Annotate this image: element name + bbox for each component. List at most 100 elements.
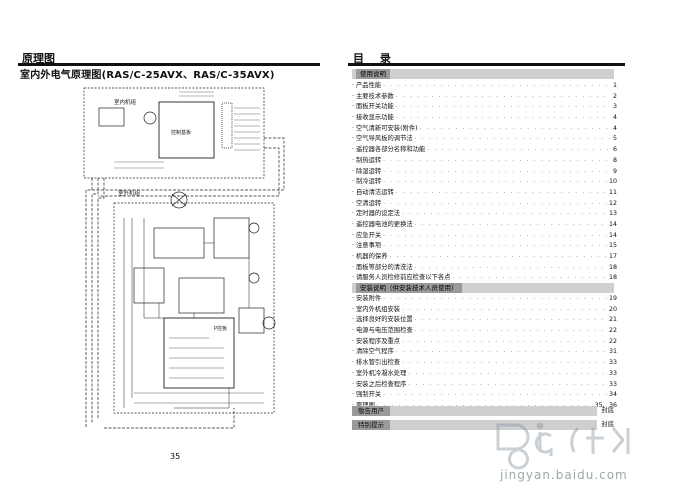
special-bar [390, 420, 598, 430]
toc-item-page: 5 [612, 135, 617, 143]
outdoor-relay-block [213, 217, 250, 259]
toc-item-page: 17 [608, 253, 617, 260]
toc-leader-dots [396, 347, 607, 358]
toc-item-page: 19 [608, 295, 617, 302]
toc-item-title: · 机器的保养 [352, 253, 388, 260]
notice-row[interactable]: 敬告用户 封底 [352, 406, 614, 416]
toc-leader-dots [396, 188, 607, 199]
power-module [178, 277, 225, 314]
toc-leader-dots [396, 102, 611, 113]
toc-item[interactable]: · 产品性能 1 [352, 81, 617, 92]
section-usage: 使用说明 [352, 69, 614, 79]
toc-item-page: 14 [608, 231, 617, 239]
toc-leader-dots [415, 326, 607, 337]
toc-item[interactable]: · 选择良好的安装位置21 [352, 315, 617, 326]
toc-leader-dots [383, 177, 607, 188]
notice-page: 封底 [601, 407, 614, 414]
toc-item[interactable]: · 排水管引出检查33 [352, 358, 617, 369]
toc-item[interactable]: · 空清运转 12 [352, 199, 617, 210]
toc-item-page: 10 [608, 178, 617, 186]
indoor-unit-label: 室内机组 [114, 98, 137, 106]
toc-leader-dots [383, 390, 607, 401]
outdoor-fan-icon [248, 222, 260, 234]
section-install: 安装说明（供安装技术人员使用） [352, 283, 614, 293]
toc-heading: 目 录 [353, 52, 397, 65]
toc-leader-dots [383, 294, 607, 305]
pcb-label: 控制基板 [171, 129, 191, 136]
indoor-unit-box [83, 87, 265, 179]
toc-item-page: 3 [612, 103, 617, 111]
toc-item[interactable]: · 主要技术参数2 [352, 92, 617, 103]
indoor-fan-motor [143, 111, 157, 125]
toc-item-page: 9 [612, 167, 617, 175]
toc-item-title: · 产品性能 [352, 82, 382, 89]
toc-item-page: 33 [608, 380, 617, 388]
toc-item[interactable]: · 面板等部分的清洗法18 [352, 263, 617, 274]
toc-item[interactable]: · 定时器的设定法13 [352, 209, 617, 220]
toc-leader-dots [383, 167, 611, 178]
toc-item[interactable]: · 安装之后检查程序33 [352, 380, 617, 391]
toc-leader-dots [402, 209, 607, 220]
toc-item-page: 33 [608, 359, 617, 367]
toc-item-title: · 空清运转 [352, 199, 382, 207]
toc-leader-dots [396, 92, 611, 103]
p-control-board [163, 317, 235, 389]
toc-item-page: 4 [612, 124, 617, 132]
toc-item-title: · 原理图 [352, 401, 377, 412]
toc-item[interactable]: · 清除空气程序31 [352, 347, 617, 358]
toc-item[interactable]: · 接收显示功能4 [352, 113, 617, 124]
toc-item[interactable]: · 室外机冷凝水处理 33 [352, 369, 617, 380]
toc-item[interactable]: · 电源与电压范围检查22 [352, 326, 617, 337]
toc-item-title: · 室外机冷凝水处理 [352, 369, 407, 377]
toc-item-page: 31 [608, 348, 617, 356]
toc-item[interactable]: · 机器的保养 17 [352, 252, 617, 263]
outdoor-unit-box [113, 202, 275, 414]
page-number-left: 35 [170, 452, 181, 461]
toc-item-page: 33 [608, 369, 617, 377]
toc-item-title: · 主要技术参数 [352, 92, 394, 100]
toc-item-title: · 制冷运转 [352, 178, 382, 186]
toc-item[interactable]: · 制冷运转 10 [352, 177, 617, 188]
toc-item-title: · 空气导风板的调节法 [352, 135, 413, 143]
toc-item-page: 12 [608, 199, 617, 207]
toc-item[interactable]: · 室内外机组安装20 [352, 305, 617, 316]
toc-item[interactable]: · 请服务人员检修前应检查以下各点18 [352, 273, 617, 284]
toc-item-title: · 遥控器电池的更换法 [352, 220, 413, 228]
capacitor-block [133, 267, 165, 304]
toc-leader-dots [396, 113, 611, 124]
toc-item[interactable]: · 强制开关34 [352, 390, 617, 401]
special-label: 特别提示 [352, 420, 390, 430]
toc-leader-dots [415, 263, 607, 274]
toc-item[interactable]: · 注意事项15 [352, 241, 617, 252]
toc-leader-dots [402, 337, 607, 348]
toc-item-title: · 请服务人员检修前应检查以下各点 [352, 274, 451, 282]
toc-item-page: 34 [608, 391, 617, 399]
toc-leader-dots [383, 241, 607, 252]
toc-item[interactable]: · 空气导风板的调节法 5 [352, 134, 617, 145]
toc-leader-dots [402, 305, 607, 316]
toc-item-title: · 自动清洁运转 [352, 188, 394, 196]
toc-item[interactable]: · 原理图 35、36 [352, 401, 617, 412]
toc-item[interactable]: · 自动清洁运转 11 [352, 188, 617, 199]
toc-item[interactable]: · 面板开关功能3 [352, 102, 617, 113]
toc-leader-dots [383, 231, 607, 242]
toc-item[interactable]: · 遥控器各部分名称和功能6 [352, 145, 617, 156]
toc-item-page: 11 [608, 188, 617, 196]
toc-item[interactable]: · 应急开关14 [352, 231, 617, 242]
toc-item-title: · 接收显示功能 [352, 114, 394, 122]
toc-item[interactable]: · 安装附件19 [352, 294, 617, 305]
toc-item[interactable]: · 空气清新可安装(附件)4 [352, 124, 617, 135]
toc-item[interactable]: · 安装程序及重点22 [352, 337, 617, 348]
toc-item-page: 1 [612, 82, 617, 89]
toc-item-page: 35、36 [594, 401, 617, 409]
toc-item-title: · 选择良好的安装位置 [352, 316, 413, 324]
toc-leader-dots [420, 124, 611, 135]
schematic-heading: 原理图 [22, 52, 55, 65]
toc-item[interactable]: · 除湿运转9 [352, 167, 617, 178]
toc-item[interactable]: · 制热运转8 [352, 156, 617, 167]
toc-item[interactable]: · 遥控器电池的更换法14 [352, 220, 617, 231]
indoor-component [98, 107, 125, 127]
p-board-label: P控板 [214, 325, 227, 332]
special-row[interactable]: 特别提示 封底 [352, 420, 614, 430]
schematic-subtitle: 室内外电气原理图(RAS/C-25AVX、RAS/C-35AVX) [20, 70, 275, 81]
